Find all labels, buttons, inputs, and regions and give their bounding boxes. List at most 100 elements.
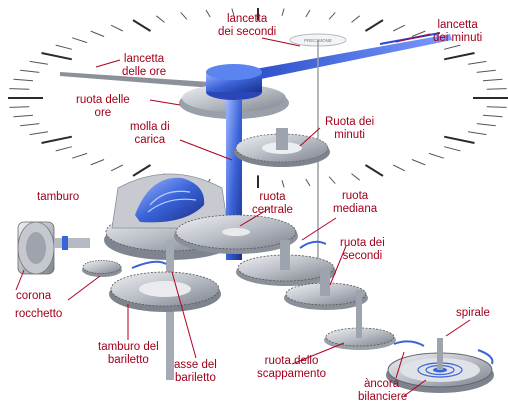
label-line: ore bbox=[94, 107, 112, 119]
dial-tick bbox=[392, 164, 406, 172]
seconds-subdial: PRECISIONE bbox=[289, 33, 347, 290]
dial-tick bbox=[29, 60, 48, 65]
dial-tick bbox=[132, 19, 152, 32]
dial-tick bbox=[482, 78, 503, 82]
label-second-hand: lancetta dei secondi bbox=[218, 13, 276, 39]
hour-hand bbox=[60, 72, 212, 88]
label-pallet-fork: àncora bbox=[364, 378, 399, 391]
label-line: Ruota dei bbox=[325, 116, 375, 128]
dial-tick bbox=[72, 152, 88, 159]
label-line: bilanciere bbox=[358, 391, 408, 403]
label-barrel-arbor: asse del bariletto bbox=[174, 359, 217, 385]
minute-hand bbox=[250, 34, 452, 80]
label-line: rocchetto bbox=[15, 308, 63, 320]
label-line: ruota bbox=[259, 191, 286, 203]
label-line: secondi bbox=[342, 250, 383, 262]
label-line: bariletto bbox=[107, 354, 149, 366]
dial-tick bbox=[90, 30, 105, 37]
label-minute-hand: lancetta dei minuti bbox=[433, 19, 482, 45]
label-line: dei minuti bbox=[433, 32, 483, 44]
label-third-wheel: ruota mediana bbox=[333, 190, 377, 216]
label-line: corona bbox=[16, 290, 52, 302]
dial-tick bbox=[486, 88, 507, 90]
dial-tick bbox=[9, 88, 30, 90]
dial-tick bbox=[482, 114, 503, 118]
label-line: molla di bbox=[130, 121, 170, 133]
center-wheel bbox=[174, 214, 298, 254]
dial-tick bbox=[41, 135, 73, 144]
label-line: mediana bbox=[333, 203, 378, 215]
label-line: carica bbox=[134, 134, 166, 146]
dial-tick bbox=[476, 123, 496, 127]
motion-arrow bbox=[393, 340, 425, 347]
winding-pinion bbox=[82, 260, 122, 277]
label-line: ruota delle bbox=[76, 94, 130, 106]
dial-tick bbox=[132, 164, 152, 177]
label-hairspring: spirale bbox=[456, 307, 490, 320]
motion-arrow bbox=[131, 260, 167, 269]
dial-tick bbox=[55, 44, 73, 50]
dial-tick bbox=[20, 69, 40, 73]
label-line: minuti bbox=[334, 129, 365, 141]
dial-tick bbox=[328, 176, 336, 184]
dial-tick bbox=[90, 159, 105, 166]
dial-tick bbox=[13, 78, 34, 82]
label-line: ruota bbox=[341, 190, 369, 202]
seconds-wheel bbox=[284, 268, 368, 310]
label-line: centrale bbox=[252, 204, 293, 216]
dial-tick bbox=[428, 152, 444, 159]
dial-ticks bbox=[8, 8, 508, 188]
balance-wheel bbox=[386, 338, 494, 393]
dial-tick bbox=[476, 69, 496, 73]
dial-tick bbox=[9, 106, 30, 108]
dial-tick bbox=[443, 135, 475, 144]
dial-tick bbox=[41, 52, 73, 61]
label-barrel-drum: tamburo del bariletto bbox=[98, 341, 159, 367]
label-line: asse del bbox=[174, 359, 217, 371]
label-center-wheel: ruota centrale bbox=[252, 191, 293, 217]
label-line: ruota dei bbox=[340, 237, 385, 249]
dial-tick bbox=[328, 12, 336, 20]
label-line: bariletto bbox=[174, 372, 216, 384]
label-line: tamburo bbox=[37, 191, 80, 203]
label-pinion: rocchetto bbox=[15, 308, 62, 321]
dial-tick bbox=[468, 131, 487, 136]
label-balance-wheel: bilanciere bbox=[358, 391, 407, 404]
dial-tick bbox=[443, 146, 461, 152]
dial-tick bbox=[281, 8, 285, 16]
dial-tick bbox=[155, 15, 165, 23]
label-line: lancetta bbox=[123, 53, 165, 65]
label-line: àncora bbox=[364, 378, 400, 390]
dial-tick bbox=[468, 60, 487, 65]
label-mainspring: molla di carica bbox=[130, 121, 170, 147]
dial-tick bbox=[72, 37, 88, 44]
label-line: lancetta bbox=[226, 13, 268, 25]
label-line: delle ore bbox=[122, 66, 167, 78]
dial-tick bbox=[231, 8, 235, 16]
dial-tick bbox=[110, 24, 124, 32]
dial-tick bbox=[29, 131, 48, 136]
dial-tick bbox=[392, 24, 406, 32]
label-line: ruota dello bbox=[264, 355, 319, 367]
dial-tick bbox=[13, 114, 34, 118]
crown bbox=[17, 221, 90, 275]
dial-tick bbox=[364, 164, 384, 177]
dial-tick bbox=[351, 15, 361, 23]
label-line: lancetta bbox=[437, 19, 478, 31]
dial-tick bbox=[364, 19, 384, 32]
dial-tick bbox=[180, 12, 188, 20]
label-drum: tamburo bbox=[37, 191, 79, 204]
dial-tick bbox=[281, 180, 285, 188]
label-minute-wheel: Ruota dei minuti bbox=[325, 116, 374, 142]
label-hour-wheel: ruota delle ore bbox=[76, 94, 130, 120]
dial-tick bbox=[305, 9, 311, 18]
dial-tick bbox=[443, 44, 461, 50]
motion-arrow bbox=[299, 240, 327, 249]
dial-tick bbox=[110, 164, 124, 172]
escape-wheel bbox=[324, 290, 396, 350]
label-line: tamburo del bbox=[98, 341, 159, 353]
mainspring-barrel bbox=[109, 271, 221, 312]
label-line: spirale bbox=[456, 307, 490, 319]
